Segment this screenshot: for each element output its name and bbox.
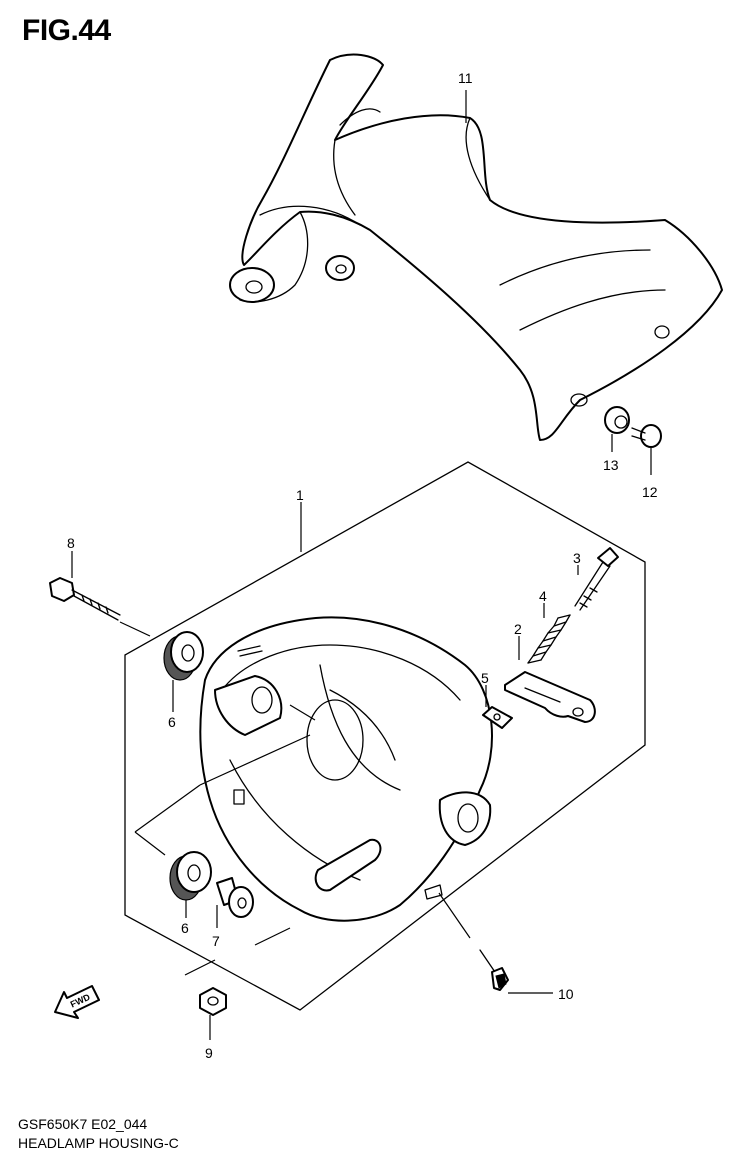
part-12-screw[interactable] [631,424,662,448]
part-13-grommet[interactable] [604,406,630,434]
callout-12: 12 [642,484,658,500]
diagram-name: HEADLAMP HOUSING-C [18,1135,179,1151]
assembly-frame [124,461,646,1011]
callout-9: 9 [205,1045,213,1061]
callout-6-upper: 6 [168,714,176,730]
part-3-adjuster-bolt[interactable] [574,547,619,611]
part-6-lower-rubber[interactable] [169,851,212,901]
callout-13: 13 [603,457,619,473]
callout-3: 3 [573,550,581,566]
callout-6-lower: 6 [181,920,189,936]
callout-2: 2 [514,621,522,637]
part-9-nut[interactable] [199,987,227,1016]
forward-arrow-icon: FWD [54,985,100,1019]
part-8-bolt[interactable] [49,577,121,621]
part-4-spring[interactable] [527,614,571,664]
callout-10: 10 [558,986,574,1002]
part-10-bolt[interactable] [479,949,553,994]
callout-7: 7 [212,933,220,949]
callout-11: 11 [458,70,473,86]
diagram-code: GSF650K7 E02_044 [18,1116,148,1132]
part-7-collar[interactable] [216,877,254,918]
figure-title: FIG.44 [22,14,111,47]
part-5-nut-plate[interactable] [482,706,513,729]
callout-4: 4 [539,588,547,604]
part-11-headlamp-cover[interactable] [229,53,723,441]
part-6-upper-rubber[interactable] [163,631,204,681]
callout-1: 1 [296,487,304,503]
part-2-bracket[interactable] [504,671,596,723]
callout-8: 8 [67,535,75,551]
part-1-headlamp-housing[interactable] [199,616,493,922]
callout-5: 5 [481,670,489,686]
